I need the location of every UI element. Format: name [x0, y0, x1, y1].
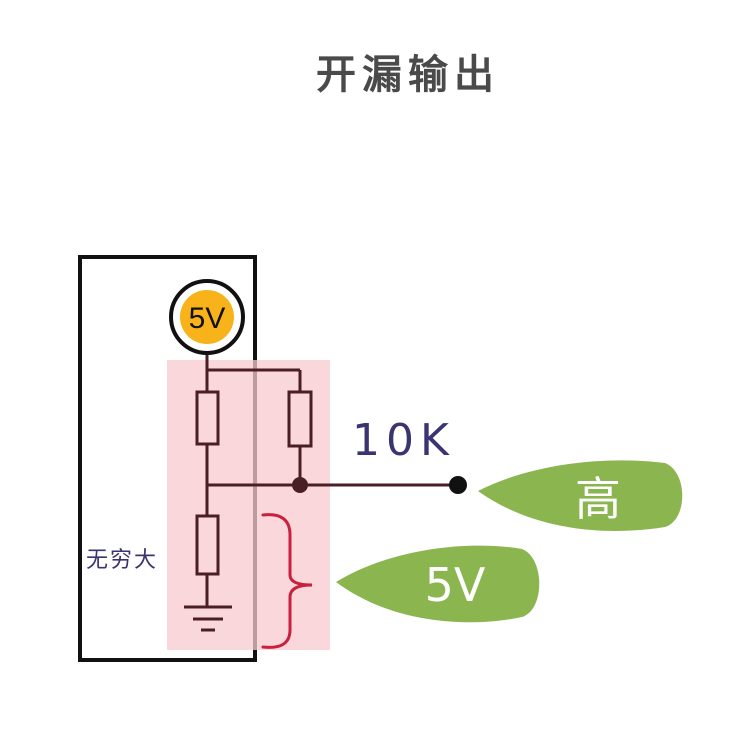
callout-voltage-label: 5V: [425, 558, 486, 612]
brace-icon: [261, 513, 313, 649]
highlight-region: [167, 360, 330, 650]
infinite-resistance-label: 无穷大: [86, 548, 158, 573]
source-label: 5V: [189, 302, 226, 335]
pullup-label: 10K: [352, 415, 455, 466]
internal-resistor-lower: [195, 514, 220, 576]
junction-dot: [292, 477, 308, 493]
pullup-resistor: [287, 390, 313, 448]
ground-icon: [184, 605, 232, 632]
callout-output-label: 高: [575, 472, 621, 526]
source-fill: [180, 290, 234, 344]
output-terminal: [449, 476, 467, 494]
callout-voltage-bubble: [336, 545, 540, 623]
diagram-title: 开漏输出: [316, 52, 500, 98]
internal-resistor-upper: [195, 390, 220, 446]
callout-output-bubble: [478, 460, 683, 531]
